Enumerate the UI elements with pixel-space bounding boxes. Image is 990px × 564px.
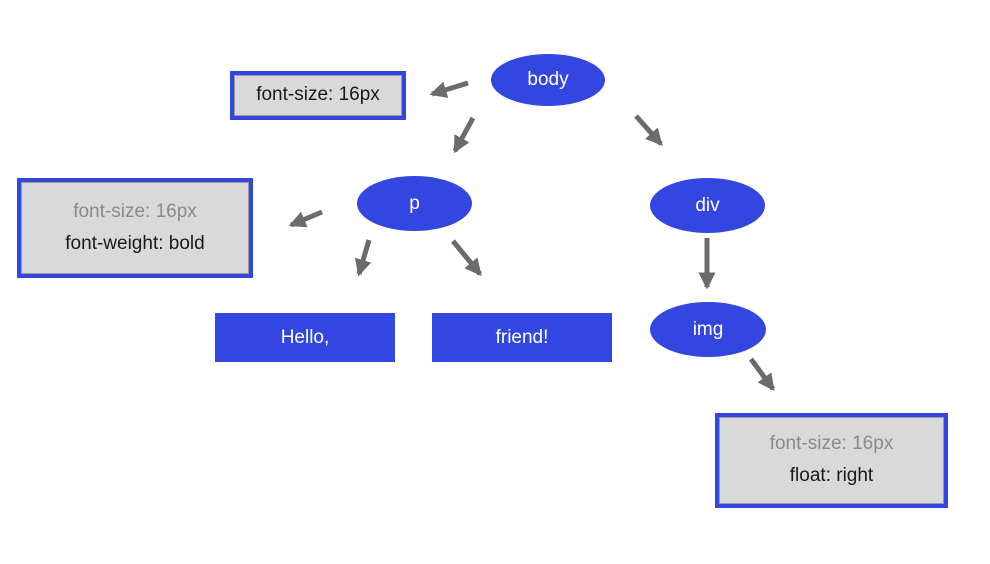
text-node-label: friend! <box>495 326 549 348</box>
style-rule-inherited: font-size: 16px <box>73 200 197 222</box>
node-p: p <box>357 176 472 231</box>
arrow-body-to-div <box>634 114 663 146</box>
style-rule: font-weight: bold <box>65 232 205 254</box>
node-body: body <box>491 54 605 106</box>
node-label: div <box>695 194 720 216</box>
style-box-p: font-size: 16px font-weight: bold <box>17 178 253 278</box>
node-label: body <box>527 69 569 90</box>
style-box-img: font-size: 16px float: right <box>715 413 948 508</box>
style-rule: float: right <box>789 465 874 486</box>
text-node-friend: friend! <box>432 313 612 362</box>
arrow-body-to-body-box <box>429 80 469 98</box>
style-rule: font-size: 16px <box>256 84 380 106</box>
style-box-body: font-size: 16px <box>230 71 406 120</box>
text-node-hello: Hello, <box>215 313 395 362</box>
node-label: img <box>692 318 724 340</box>
arrow-p-to-friend <box>451 239 482 276</box>
arrow-p-to-p-box <box>288 209 323 228</box>
arrow-img-to-img-box <box>748 357 776 392</box>
node-label: p <box>409 192 420 214</box>
style-rule-inherited: font-size: 16px <box>769 433 894 455</box>
arrow-p-to-hello <box>354 239 372 277</box>
node-div: div <box>650 178 765 233</box>
arrow-body-to-p <box>452 116 476 154</box>
node-img: img <box>650 302 766 357</box>
text-node-label: Hello, <box>280 326 330 348</box>
